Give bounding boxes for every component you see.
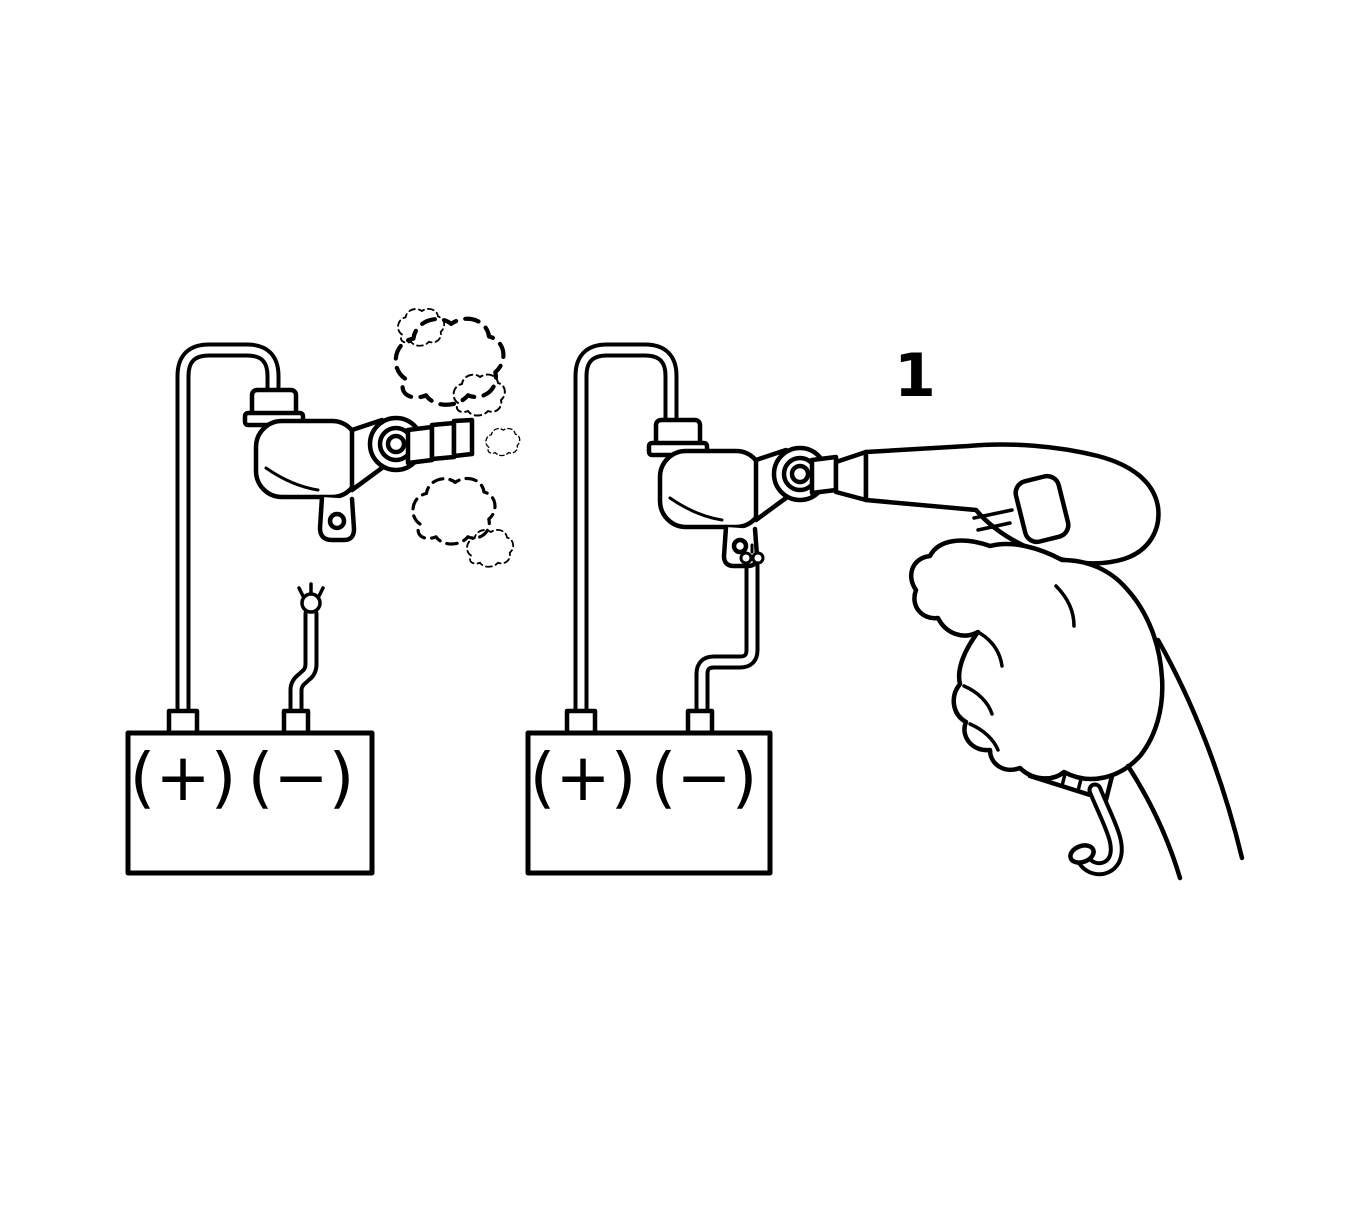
hose-barb-fitting xyxy=(809,454,839,496)
right-battery-case xyxy=(525,730,773,876)
gun-body-detail-lines xyxy=(972,508,1014,532)
right-negative-cable xyxy=(694,558,760,728)
right-positive-label: (+) xyxy=(530,739,637,816)
left-battery-case xyxy=(125,730,375,876)
left-assembly: (+) (−) xyxy=(125,307,521,876)
forearm-lines xyxy=(1125,637,1245,881)
cable-end-connector-icon xyxy=(297,582,325,614)
line-art-root: (+) (−) xyxy=(125,307,1245,881)
right-solenoid-valve xyxy=(646,417,839,569)
right-positive-cable xyxy=(573,342,679,728)
left-negative-cable xyxy=(288,582,325,728)
solenoid-body-detail xyxy=(264,466,320,492)
left-positive-label: (+) xyxy=(130,739,237,816)
left-positive-cable xyxy=(175,342,281,728)
cable-end-connector-icon xyxy=(739,543,765,565)
hand-crease-lines xyxy=(962,584,1076,752)
hand-outline xyxy=(909,538,1165,782)
solenoid-body xyxy=(253,418,361,500)
hose-barb-fitting xyxy=(405,417,475,466)
right-assembly: (+) (−) xyxy=(525,341,1245,881)
left-battery: (+) (−) xyxy=(125,708,375,876)
mounting-bracket xyxy=(317,494,357,543)
gun-tip xyxy=(833,449,869,503)
left-solenoid-valve xyxy=(242,387,475,543)
gun-hanger-slot xyxy=(1013,473,1071,545)
hose-open-end xyxy=(1068,843,1096,865)
hand xyxy=(909,538,1245,881)
callout-1-label: 1 xyxy=(894,341,936,411)
right-battery: (+) (−) xyxy=(525,708,773,876)
left-negative-label: (−) xyxy=(248,739,355,816)
right-negative-label: (−) xyxy=(651,739,758,816)
solenoid-body xyxy=(657,448,765,530)
solenoid-body-detail xyxy=(668,496,724,522)
